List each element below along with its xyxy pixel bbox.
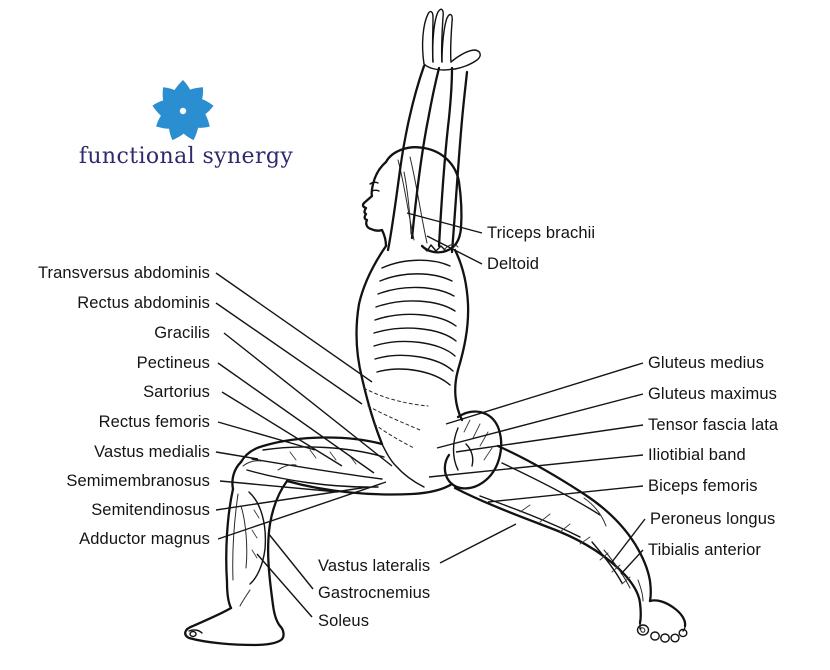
raised-arms	[386, 8, 481, 254]
curled-toes	[636, 622, 688, 643]
label-vastus-medialis: Vastus medialis	[94, 443, 210, 461]
label-tibialis-anterior: Tibialis anterior	[648, 541, 761, 559]
label-deltoid: Deltoid	[487, 255, 539, 273]
label-semimembranosus: Semimembranosus	[66, 472, 210, 490]
abdominal-obliques	[363, 387, 429, 449]
label-adductor-magnus: Adductor magnus	[79, 530, 210, 548]
leader-lines	[215, 212, 646, 618]
label-peroneus-longus: Peroneus longus	[650, 510, 775, 528]
logo-wordmark: functional synergy	[79, 144, 294, 169]
label-rectus-femoris: Rectus femoris	[99, 413, 210, 431]
ribcage	[373, 259, 457, 386]
label-gluteus-maximus: Gluteus maximus	[648, 385, 777, 403]
label-pectineus: Pectineus	[137, 354, 210, 372]
back-leg	[453, 444, 688, 643]
label-biceps-femoris: Biceps femoris	[648, 477, 758, 495]
label-soleus: Soleus	[318, 612, 369, 630]
glutes	[443, 410, 503, 490]
label-tensor-fascia-lata: Tensor fascia lata	[648, 416, 779, 434]
label-transversus-abdominis: Transversus abdominis	[38, 264, 210, 282]
figure-line-art	[184, 8, 688, 647]
label-vastus-lateralis: Vastus lateralis	[318, 557, 430, 575]
label-rectus-abdominis: Rectus abdominis	[77, 294, 210, 312]
torso	[355, 244, 470, 449]
label-gastrocnemius: Gastrocnemius	[318, 584, 430, 602]
label-sartorius: Sartorius	[143, 383, 210, 401]
muscle-labels: Triceps brachii Deltoid Transversus abdo…	[38, 224, 779, 630]
label-triceps-brachii: Triceps brachii	[487, 224, 595, 242]
front-leg	[184, 436, 454, 647]
functional-synergy-logo: functional synergy	[79, 79, 294, 169]
label-semitendinosus: Semitendinosus	[91, 501, 210, 519]
label-gracilis: Gracilis	[154, 324, 210, 342]
swirl-droplets-icon	[150, 79, 216, 145]
label-iliotibial-band: Iliotibial band	[648, 446, 746, 464]
label-gluteus-medius: Gluteus medius	[648, 354, 764, 372]
hands	[421, 8, 481, 71]
